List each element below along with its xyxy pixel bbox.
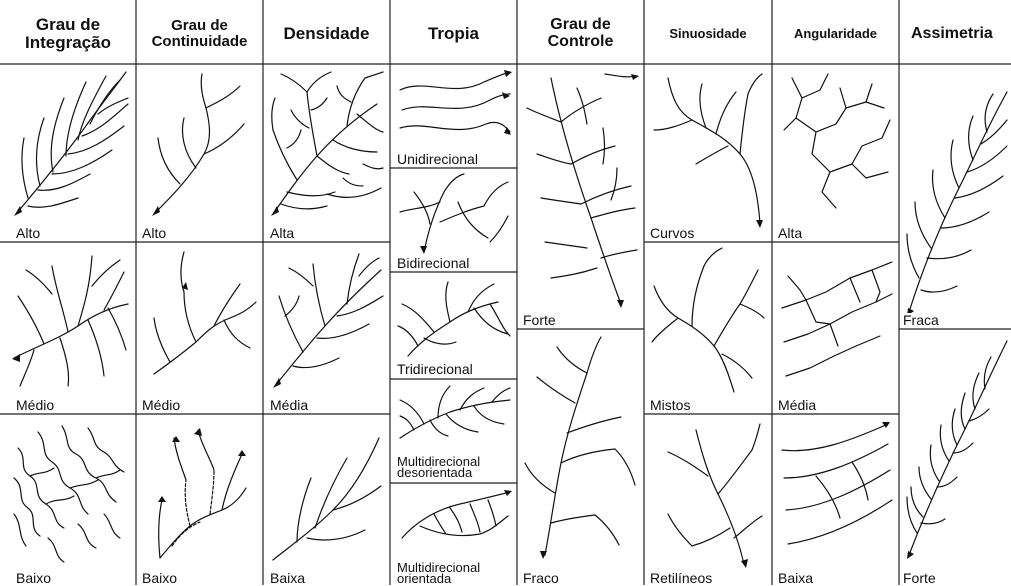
drainage-sinuosidade-mistos [648, 246, 768, 396]
drainage-tropia-tridirecional [394, 276, 514, 361]
caption-integracao-medio: Médio [16, 398, 56, 412]
header-angularidade: Angularidade [772, 6, 899, 62]
drainage-integracao-baixo [8, 418, 132, 568]
caption-angularidade-media: Média [778, 398, 818, 412]
drainage-tropia-unidirecional [394, 68, 514, 148]
caption-sinuosidade-retilineos: Retilíneos [650, 571, 714, 585]
caption-controle-fraco: Fraco [523, 571, 561, 585]
caption-densidade-alta: Alta [270, 226, 296, 240]
drainage-continuidade-medio [140, 246, 260, 396]
drainage-integracao-medio [8, 246, 132, 396]
drainage-continuidade-alto [140, 68, 260, 224]
caption-continuidade-medio: Médio [142, 398, 182, 412]
caption-densidade-media: Média [270, 398, 310, 412]
caption-tropia-tridirecional: Tridirecional [397, 362, 475, 376]
caption-angularidade-alta: Alta [778, 226, 804, 240]
drainage-sinuosidade-retilineos [648, 418, 768, 568]
header-integracao: Grau deIntegração [0, 6, 136, 62]
caption-angularidade-baixa: Baixa [778, 571, 815, 585]
drainage-angularidade-media [776, 246, 896, 396]
drainage-tropia-multi-orientada [394, 486, 514, 548]
caption-continuidade-alto: Alto [142, 226, 168, 240]
drainage-densidade-media [267, 246, 387, 396]
caption-controle-forte: Forte [523, 313, 558, 327]
caption-densidade-baixa: Baixa [270, 571, 307, 585]
caption-continuidade-baixo: Baixo [142, 571, 179, 585]
caption-tropia-multi-orientada: Multidirecional orientada [397, 562, 511, 584]
drainage-tropia-multi-desorientada [394, 382, 514, 442]
caption-integracao-baixo: Baixo [16, 571, 53, 585]
drainage-continuidade-baixo [140, 418, 260, 568]
drainage-controle-fraco [521, 333, 641, 563]
drainage-angularidade-alta [776, 68, 896, 228]
header-tropia: Tropia [390, 6, 517, 62]
drainage-integracao-alto [8, 68, 132, 224]
drainage-controle-forte [521, 68, 641, 308]
caption-sinuosidade-curvos: Curvos [650, 226, 696, 240]
drainage-tropia-bidirecional [394, 172, 514, 254]
drainage-angularidade-baixa [776, 418, 896, 568]
drainage-assimetria-fraca [903, 68, 1009, 318]
header-densidade: Densidade [263, 6, 390, 62]
drainage-sinuosidade-curvos [648, 68, 768, 228]
caption-tropia-bidirecional: Bidirecional [397, 256, 471, 270]
header-assimetria: Assimetria [899, 6, 1011, 62]
caption-tropia-unidirecional: Unidirecional [397, 152, 480, 166]
caption-integracao-alto: Alto [16, 226, 42, 240]
caption-tropia-multi-desorientada: Multidirecional desorientada [397, 456, 511, 478]
caption-assimetria-fraca: Fraca [903, 313, 941, 327]
header-controle: Grau deControle [517, 6, 644, 62]
header-continuidade: Grau deContinuidade [136, 6, 263, 62]
drainage-densidade-alta [267, 68, 387, 224]
drainage-assimetria-forte [903, 333, 1009, 563]
caption-assimetria-forte: Forte [903, 571, 938, 585]
caption-sinuosidade-mistos: Mistos [650, 398, 692, 412]
header-sinuosidade: Sinuosidade [644, 6, 772, 62]
drainage-densidade-baixa [267, 418, 387, 568]
